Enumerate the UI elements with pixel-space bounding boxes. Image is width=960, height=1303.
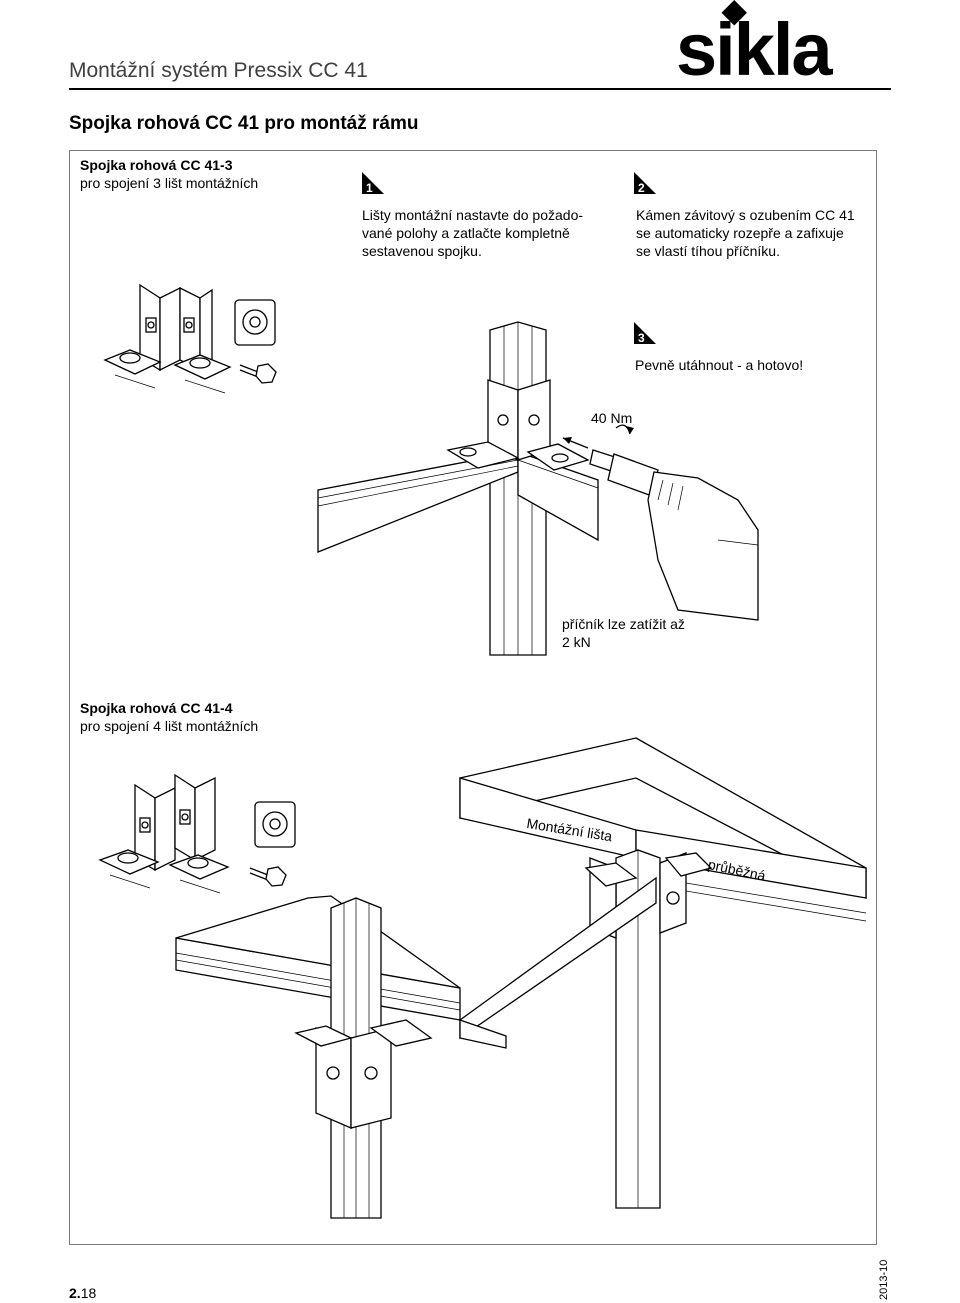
step-3-badge: 3 (634, 322, 656, 345)
load-note-line: příčník lze zatížit až (562, 616, 685, 632)
document-header-title: Montážní systém Pressix CC 41 (69, 59, 368, 82)
date-stamp: 2013-10 (876, 1248, 896, 1300)
section1-title: Spojka rohová CC 41-3 (80, 157, 233, 173)
section2-subtitle: pro spojení 4 lišt montážních (80, 718, 259, 734)
step-2-line: se automaticky rozepře a zafixuje (636, 225, 844, 241)
frame-4way-assembly-illustration (175, 737, 867, 1219)
bolt-icon (249, 866, 287, 887)
connector-bracket-icon (103, 283, 232, 394)
step-2-number: 2 (638, 181, 645, 195)
page-title: Spojka rohová CC 41 pro montáž rámu (69, 113, 419, 134)
sikla-logo-graphic: sikla (676, 0, 835, 91)
step-1-line: sestavenou spojku. (362, 243, 482, 259)
step-3-text: Pevně utáhnout - a hotovo! (635, 357, 804, 373)
step-2-line: Kámen závitový s ozubením CC 41 (636, 207, 855, 223)
page-index: 18 (80, 1285, 97, 1301)
svg-text:sikla: sikla (676, 8, 833, 91)
step-2-text: Kámen závitový s ozubením CC 41 se autom… (636, 206, 855, 260)
load-note: příčník lze zatížit až 2 kN (562, 615, 685, 651)
threaded-stone-icon (234, 299, 276, 346)
section1-subtitle: pro spojení 3 lišt montážních (80, 175, 259, 191)
torque-label: 40 Nm (591, 410, 633, 426)
date-stamp-text: 2013-10 (878, 1259, 890, 1300)
frame-assembly-drill-illustration (317, 321, 759, 656)
bolt-icon (239, 363, 277, 384)
connector-bracket-icon (98, 773, 230, 894)
connector-4-parts-illustration (98, 773, 296, 894)
connector-3-parts-illustration (103, 283, 277, 394)
step-1-line: vané polohy a zatlačte kompletně (362, 225, 570, 241)
step-2-badge: 2 (634, 172, 656, 195)
step-3-number: 3 (638, 331, 645, 345)
step-1-badge: 1 (362, 172, 384, 195)
section2-title: Spojka rohová CC 41-4 (80, 700, 233, 716)
sikla-logo: sikla (676, 0, 881, 91)
step-1-text: Lišty montážní nastavte do požado- vané … (362, 206, 583, 260)
step-1-number: 1 (366, 181, 373, 195)
header-divider (69, 88, 891, 90)
page-number: 2.18 (69, 1285, 96, 1301)
step-1-line: Lišty montážní nastavte do požado- (362, 207, 584, 223)
content-frame (69, 150, 877, 1245)
page-chapter: 2. (69, 1285, 81, 1301)
load-note-line: 2 kN (562, 634, 591, 650)
threaded-stone-icon (254, 801, 296, 848)
step-2-line: se vlastí tíhou příčníku. (636, 243, 780, 259)
